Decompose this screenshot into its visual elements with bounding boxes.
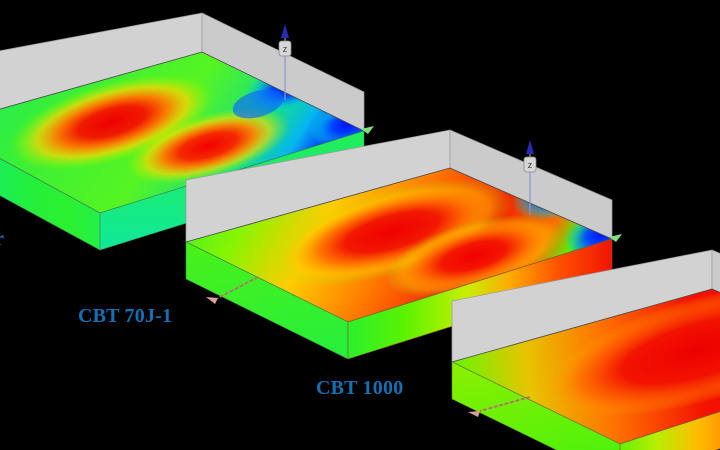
room-box-3 <box>450 249 720 450</box>
room-box-2: z <box>184 129 622 360</box>
box2-z-axis-gizmo: z <box>523 140 537 215</box>
box2-y-axis-indicator <box>609 234 622 242</box>
box3-right-wall <box>711 249 720 293</box>
box3-side-face <box>619 411 720 450</box>
panel-label-cbt-1000: CBT 1000 <box>316 377 404 399</box>
box1-floor-heatmap <box>0 52 364 213</box>
panel-label-0: er <box>0 228 4 251</box>
box1-z-axis-gizmo: z <box>278 24 292 100</box>
box1-z-axis-label: z <box>283 44 288 54</box>
box2-x-axis-indicator <box>206 276 259 304</box>
panel-label-cbt-70j-1: CBT 70J-1 <box>78 305 173 327</box>
box3-front-face <box>451 361 621 450</box>
box3-x-axis-indicator <box>468 396 531 417</box>
box3-floor-heatmap <box>452 289 720 444</box>
box2-z-axis-label: z <box>528 160 533 170</box>
box1-y-axis-indicator <box>361 126 374 134</box>
